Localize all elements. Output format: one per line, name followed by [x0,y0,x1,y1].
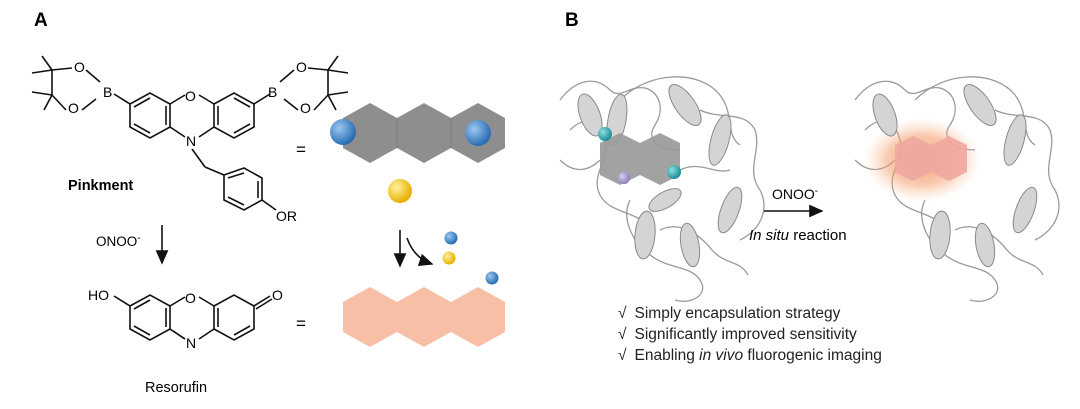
carbonyl-oxygen: O [272,287,283,303]
boron-atom-right: B [268,84,277,100]
panel-a-label: A [34,10,48,31]
released-boronate [485,271,499,285]
product-cartoon [343,287,505,347]
product-name: Resorufin [145,380,207,396]
bullet-3: √Enabling in vivo fluorogenic imaging [618,347,882,364]
or-group: OR [276,208,297,224]
hydroxyl-group: HO [88,287,109,303]
oxygen-atom: O [185,88,196,104]
oxygen-atom: O [296,59,307,75]
released-boronate [444,231,458,245]
reagent-label: ONOO- [96,233,141,250]
equals-sign: = [296,314,306,333]
panel-b-reagent: ONOO- [772,186,818,203]
protein-left [559,76,765,302]
phenol-sphere [388,179,412,203]
released-phenol [442,251,456,265]
phenol-sphere [618,172,630,184]
resorufin-structure [113,294,273,341]
boronate-sphere [330,119,356,145]
pinkment-structure [31,55,349,211]
release-arrow [406,237,434,267]
boronate-sphere [667,165,681,179]
oxygen-atom: O [185,290,196,306]
nitrogen-atom: N [186,335,196,351]
protein-left-helices [577,84,743,268]
panel-b-label: B [565,10,579,31]
bullet-2: √Significantly improved sensitivity [618,326,857,343]
released-resorufin [895,136,967,181]
bullet-1: √Simply encapsulation strategy [618,305,841,322]
nitrogen-atom: N [186,133,196,149]
boronate-sphere [598,127,612,141]
encapsulated-probe [598,127,681,185]
oxygen-atom: O [74,59,85,75]
probe-cartoon [330,103,505,203]
oxygen-atom: O [68,100,79,116]
protein-right-helices [872,84,1038,268]
boronate-sphere [465,120,491,146]
in-situ-caption: In situ reaction [749,227,847,244]
boron-atom-left: B [103,84,112,100]
equals-sign: = [296,140,306,159]
probe-name: Pinkment [68,178,133,194]
oxygen-atom: O [300,100,311,116]
